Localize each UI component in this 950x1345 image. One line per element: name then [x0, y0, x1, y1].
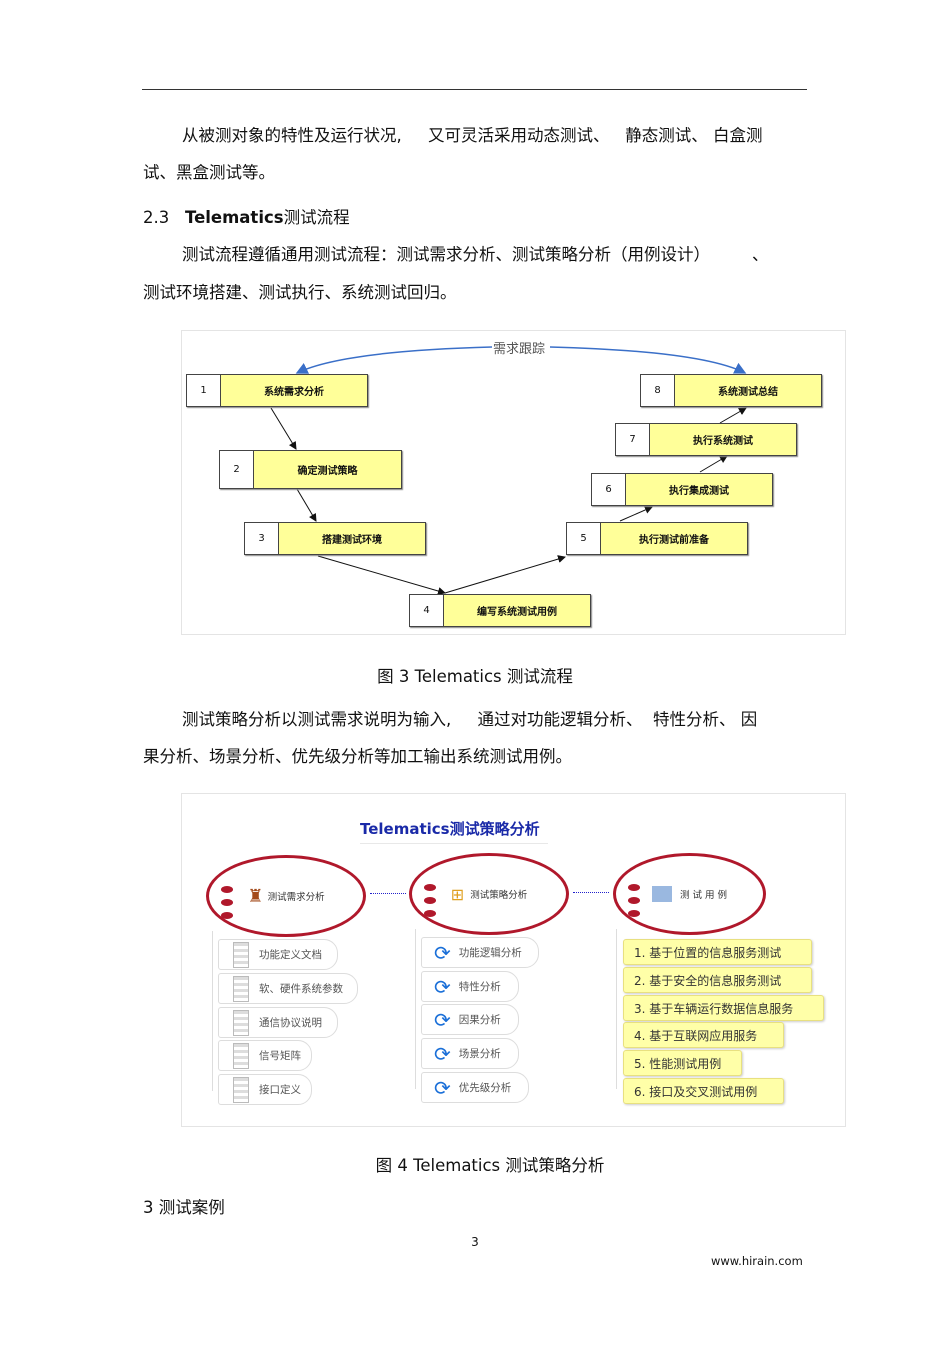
document-icon — [233, 1076, 249, 1103]
node-dots — [628, 878, 640, 923]
case-item: 3. 基于车辆运行数据信息服务 — [623, 995, 824, 1021]
step-number: 5 — [567, 523, 601, 554]
node-label: 测试策略分析 — [470, 890, 528, 901]
figure-4-caption: 图 4 Telematics 测试策略分析 — [375, 1156, 605, 1175]
flowchart-icon: ⊞ — [450, 884, 465, 904]
method-item: ⟳功能逻辑分析 — [421, 937, 539, 968]
document-icon — [233, 1009, 249, 1036]
document-icon — [233, 975, 249, 1002]
table-icon — [651, 886, 672, 902]
method-item: ⟳因果分析 — [421, 1004, 519, 1035]
header-rule — [142, 89, 807, 90]
input-item: 功能定义文档 — [218, 939, 338, 970]
node-dots — [424, 878, 436, 923]
paragraph-line: 果分析、场景分析、优先级分析等加工输出系统测试用例。 — [143, 747, 572, 766]
step-number: 2 — [220, 451, 254, 488]
input-item: 信号矩阵 — [218, 1040, 312, 1071]
section-3-heading: 3 测试案例 — [143, 1198, 225, 1217]
document-icon — [233, 941, 249, 968]
trace-label: 需求跟踪 — [492, 338, 547, 357]
method-item: ⟳特性分析 — [421, 971, 519, 1002]
connector-arrow — [370, 893, 406, 894]
step-number: 7 — [616, 424, 650, 455]
step-label: 搭建测试环境 — [279, 523, 425, 554]
node-testcases: 测 试 用 例 — [613, 853, 766, 935]
document-icon — [233, 1042, 249, 1069]
cycle-icon: ⟳ — [434, 974, 451, 999]
section-number: 2.3 — [143, 208, 170, 227]
section-heading: 2.3 Telematics测试流程 — [143, 204, 350, 228]
method-item: ⟳优先级分析 — [421, 1072, 529, 1103]
step-label: 系统需求分析 — [221, 375, 367, 406]
input-item: 接口定义 — [218, 1074, 312, 1105]
case-item: 2. 基于安全的信息服务测试 — [623, 967, 812, 993]
step-number: 6 — [592, 474, 626, 505]
case-item: 1. 基于位置的信息服务测试 — [623, 939, 812, 965]
step-number: 8 — [641, 375, 675, 406]
input-item: 软、硬件系统参数 — [218, 973, 358, 1004]
cycle-icon: ⟳ — [434, 1041, 451, 1066]
node-label: 测 试 用 例 — [679, 890, 728, 901]
step-label: 执行集成测试 — [626, 474, 772, 505]
cycle-icon: ⟳ — [434, 940, 451, 965]
flow-arrows — [270, 346, 747, 595]
paragraph-line: 测试流程遵循通用测试流程：测试需求分析、测试策略分析（用例设计） 、 — [182, 245, 769, 264]
step-number: 4 — [410, 595, 444, 626]
connector-arrow — [573, 892, 609, 893]
case-item: 6. 接口及交叉测试用例 — [623, 1078, 784, 1104]
input-item: 通信协议说明 — [218, 1007, 338, 1038]
figure-3-caption: 图 3 Telematics 测试流程 — [377, 667, 573, 686]
figure-4-strategy: Telematics测试策略分析 ♜测试需求分析 ⊞ 测试策略分析 测 试 用 例… — [181, 793, 846, 1127]
node-strategy: ⊞ 测试策略分析 — [409, 853, 569, 935]
cycle-icon: ⟳ — [434, 1075, 451, 1100]
page-number: 3 — [471, 1235, 479, 1249]
step-number: 1 — [187, 375, 221, 406]
paragraph-line: 测试环境搭建、测试执行、系统测试回归。 — [143, 283, 457, 302]
step-label: 编写系统测试用例 — [444, 595, 590, 626]
case-item: 4. 基于互联网应用服务 — [623, 1022, 784, 1048]
step-number: 3 — [245, 523, 279, 554]
node-label: 测试需求分析 — [267, 892, 325, 903]
paragraph-line: 试、黑盒测试等。 — [143, 163, 275, 182]
figure-4-title: Telematics测试策略分析 — [360, 818, 548, 844]
step-label: 执行测试前准备 — [601, 523, 747, 554]
paragraph-line: 从被测对象的特性及运行状况, 又可灵活采用动态测试、 静态测试、 白盒测 — [182, 126, 763, 145]
website-footer: www.hirain.com — [711, 1254, 803, 1268]
step-label: 系统测试总结 — [675, 375, 821, 406]
node-requirements: ♜测试需求分析 — [206, 855, 366, 937]
section-title-cn: 测试流程 — [283, 208, 350, 227]
section-title-en: Telematics — [185, 208, 284, 227]
case-item: 5. 性能测试用例 — [623, 1050, 742, 1076]
step-label: 执行系统测试 — [650, 424, 796, 455]
paragraph-line: 测试策略分析以测试需求说明为输入, 通过对功能逻辑分析、 特性分析、 因 — [182, 710, 758, 729]
method-item: ⟳场景分析 — [421, 1038, 519, 1069]
step-label: 确定测试策略 — [254, 451, 401, 488]
node-dots — [221, 880, 233, 925]
robot-icon: ♜ — [247, 885, 264, 907]
cycle-icon: ⟳ — [434, 1007, 451, 1032]
